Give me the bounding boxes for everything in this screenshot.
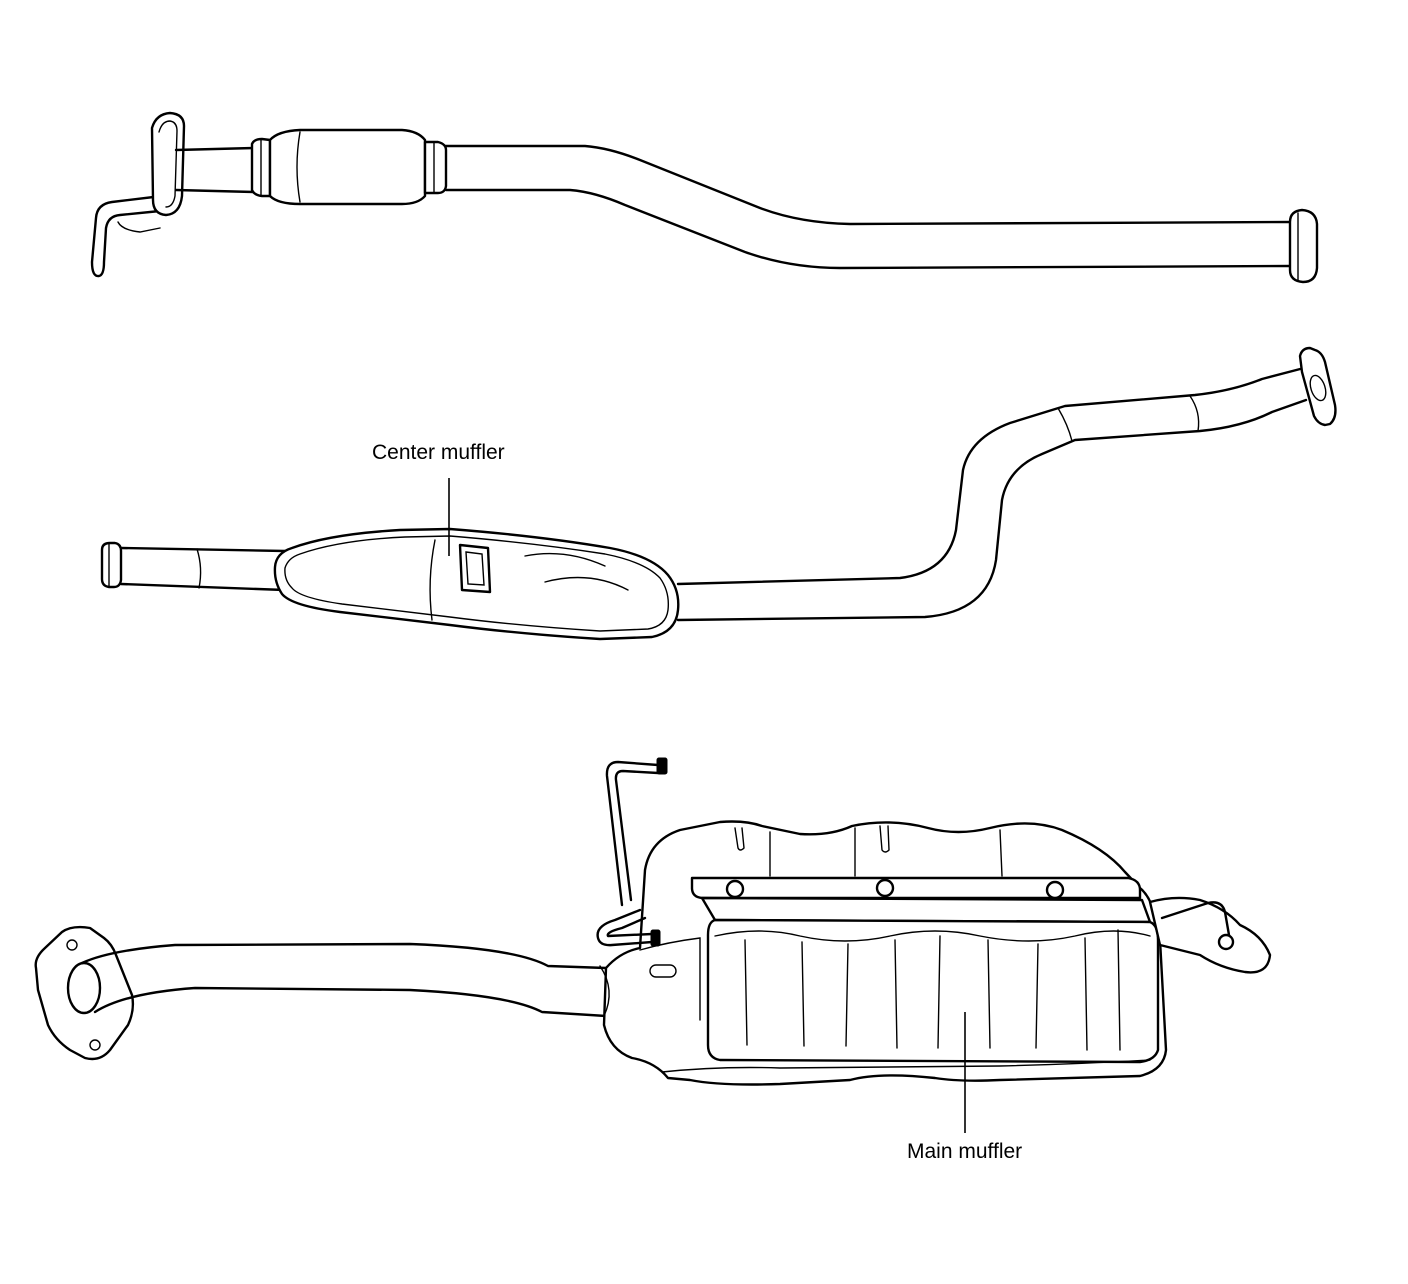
main-muffler-heat-shield-bar — [690, 876, 1142, 900]
center-pipe-joint-1 — [1057, 407, 1073, 442]
center-pipe-outlet-lower — [676, 398, 1308, 622]
main-muffler-body — [706, 918, 1160, 1064]
front-pipe-main-upper — [444, 144, 1294, 226]
resonator-seam — [296, 131, 301, 203]
center-muffler-highlight-2 — [544, 576, 629, 591]
main-hanger-rod-lower — [596, 908, 654, 947]
center-muffler-highlight-1 — [524, 552, 606, 567]
center-muffler-seam — [429, 539, 436, 621]
main-muffler-rib-8 — [1084, 937, 1088, 1051]
front-pipe-bracket-inner — [117, 221, 161, 233]
main-hanger-rod-lower-inner — [606, 916, 654, 938]
main-muffler-bolt-2 — [875, 878, 895, 898]
front-pipe-inlet-lower — [174, 188, 256, 194]
main-muffler-bottom-line — [661, 1059, 1151, 1073]
center-pipe-end-bead — [100, 541, 123, 589]
main-tail-rod-end — [1217, 933, 1235, 951]
front-pipe — [90, 111, 1319, 284]
main-muffler-bolt-3 — [1045, 880, 1065, 900]
main-muffler-assembly — [34, 757, 1272, 1086]
center-muffler-label: Center muffler — [372, 441, 505, 464]
center-pipe-inlet-lower — [119, 582, 287, 592]
main-hanger-rod-top-cap — [656, 757, 668, 775]
resonator-body — [268, 128, 427, 206]
main-muffler-top-slot-1 — [734, 827, 745, 851]
front-pipe-bracket — [90, 194, 164, 278]
main-flange-bolt-hole-2 — [89, 1039, 101, 1051]
main-muffler-rib-9 — [1117, 929, 1121, 1051]
main-muffler-shield-face — [700, 896, 1152, 924]
center-pipe-outlet-upper — [676, 366, 1306, 586]
main-muffler-shield-line-3 — [999, 829, 1003, 877]
front-pipe-flange-plate — [150, 111, 186, 217]
main-inlet-pipe-lower — [93, 986, 608, 1018]
center-pipe-outlet-hole — [1309, 374, 1327, 402]
main-muffler-rib-7 — [1035, 943, 1039, 1049]
main-tail-hanger-rod — [1160, 901, 1231, 937]
main-muffler-side-line — [639, 937, 701, 1021]
main-muffler-joint-bead — [599, 965, 610, 1017]
center-pipe-joint-2 — [1189, 395, 1200, 432]
front-pipe-ring-right — [423, 140, 448, 195]
main-muffler-rib-4 — [894, 939, 898, 1049]
main-flange-bolt-hole-1 — [66, 939, 78, 951]
main-muffler-rib-1 — [744, 939, 748, 1046]
center-pipe-inlet-upper — [119, 546, 287, 553]
center-pipe-outlet-flange — [1298, 346, 1337, 427]
main-muffler-rib-2 — [801, 941, 805, 1047]
main-muffler-rib-3 — [845, 943, 849, 1047]
main-inlet-opening — [66, 961, 102, 1015]
main-hanger-rod-top — [605, 760, 660, 907]
main-hanger-rod-lower-cap — [650, 929, 661, 947]
main-muffler-label: Main muffler — [907, 1140, 1022, 1163]
front-pipe-main-lower — [444, 188, 1294, 270]
front-pipe-flange-inner — [158, 120, 178, 208]
main-hanger-rod-top-inner — [614, 769, 660, 902]
front-pipe-inlet-upper — [174, 146, 256, 152]
center-muffler-rim — [284, 535, 670, 632]
main-muffler-rib-5 — [937, 935, 941, 1049]
front-pipe-end-flange — [1288, 208, 1319, 284]
main-muffler-body-wave — [714, 930, 1151, 942]
center-muffler-id-plate-inner — [465, 551, 485, 586]
main-muffler-side-slot — [649, 964, 677, 978]
center-pipe-inlet-bead — [196, 548, 202, 589]
main-inlet-pipe-upper — [80, 942, 608, 970]
main-muffler-top-slot-2 — [879, 825, 890, 853]
main-muffler-rib-6 — [987, 939, 991, 1049]
center-muffler-pipe — [100, 346, 1337, 641]
main-tail-pipe — [1148, 896, 1272, 974]
main-muffler-bolt-1 — [725, 879, 745, 899]
